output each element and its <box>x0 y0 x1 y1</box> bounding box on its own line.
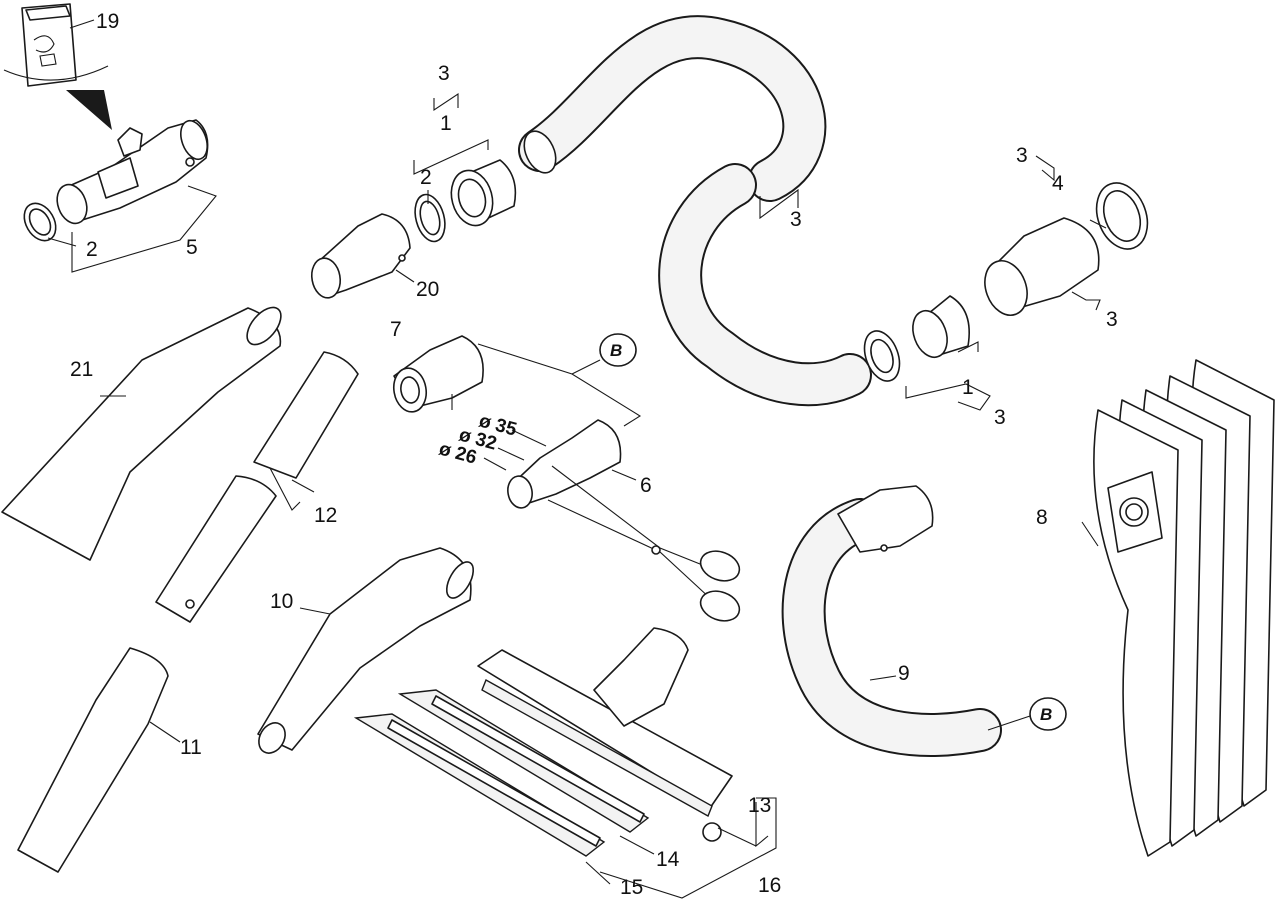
part-14-squeegee-strip <box>397 689 650 833</box>
callout-8: 8 <box>1036 506 1048 529</box>
leader-lines <box>47 19 1107 899</box>
part-13-wheel <box>702 822 757 847</box>
part-2-ring-mid <box>414 193 446 243</box>
callout-20: 20 <box>416 278 439 301</box>
diameter-arrows <box>483 429 547 471</box>
part-11-crevice-tool <box>17 647 169 873</box>
part-1-right-sleeve <box>863 295 970 382</box>
part-2-ring-left <box>23 202 57 242</box>
part-3-right-connector <box>984 217 1100 316</box>
callout-11: 11 <box>180 736 202 759</box>
callout-2-left: 2 <box>86 238 98 261</box>
part-10-bent-wand <box>257 547 475 754</box>
part-8-filter-bags <box>1093 359 1275 857</box>
callout-1-right: 1 <box>962 376 974 399</box>
callout-5: 5 <box>186 236 198 259</box>
callout-13: 13 <box>748 794 771 817</box>
part-4-seal-ring <box>1095 182 1149 250</box>
badge-b-bottom: B <box>1029 697 1067 731</box>
callout-7: 7 <box>390 318 402 341</box>
callout-14: 14 <box>656 848 680 871</box>
part-20-connector <box>310 213 411 299</box>
part-6-stepped-reducer <box>507 419 622 509</box>
badge-b-bottom-label: B <box>1040 705 1052 724</box>
scissors-icon <box>547 465 741 622</box>
callout-3-top: 3 <box>438 62 450 85</box>
callout-15: 15 <box>620 876 643 899</box>
callout-3-right-mid: 3 <box>1106 308 1118 331</box>
callout-9: 9 <box>898 662 910 685</box>
callout-19: 19 <box>96 10 119 33</box>
part-1-coupling-sleeve <box>450 159 517 227</box>
callout-3-right-bottom: 3 <box>994 406 1006 429</box>
callout-4: 4 <box>1052 172 1064 195</box>
part-15-squeegee-strip <box>353 713 606 857</box>
part-21-crevice-nozzle <box>1 306 282 561</box>
callout-16: 16 <box>758 874 781 897</box>
callout-21: 21 <box>70 358 93 381</box>
part-12-extension-tubes <box>155 351 359 623</box>
callout-1-top: 1 <box>440 112 452 135</box>
callout-12: 12 <box>314 504 337 527</box>
callout-3-right-top: 3 <box>1016 144 1028 167</box>
part-3-main-hose <box>518 15 872 407</box>
part-16-floor-tool <box>477 627 733 817</box>
part-7-reducer <box>392 335 484 413</box>
part-19-bag-pack <box>3 3 112 130</box>
callout-6: 6 <box>640 474 652 497</box>
callout-10: 10 <box>270 590 293 613</box>
badge-b-top: B <box>599 333 637 367</box>
arrow-down-icon <box>66 90 112 130</box>
part-9-short-hose <box>781 485 1002 757</box>
callout-2-mid: 2 <box>420 166 432 189</box>
badge-b-top-label: B <box>610 341 622 360</box>
callout-3-hose: 3 <box>790 208 802 231</box>
part-5-adapter <box>56 119 209 225</box>
